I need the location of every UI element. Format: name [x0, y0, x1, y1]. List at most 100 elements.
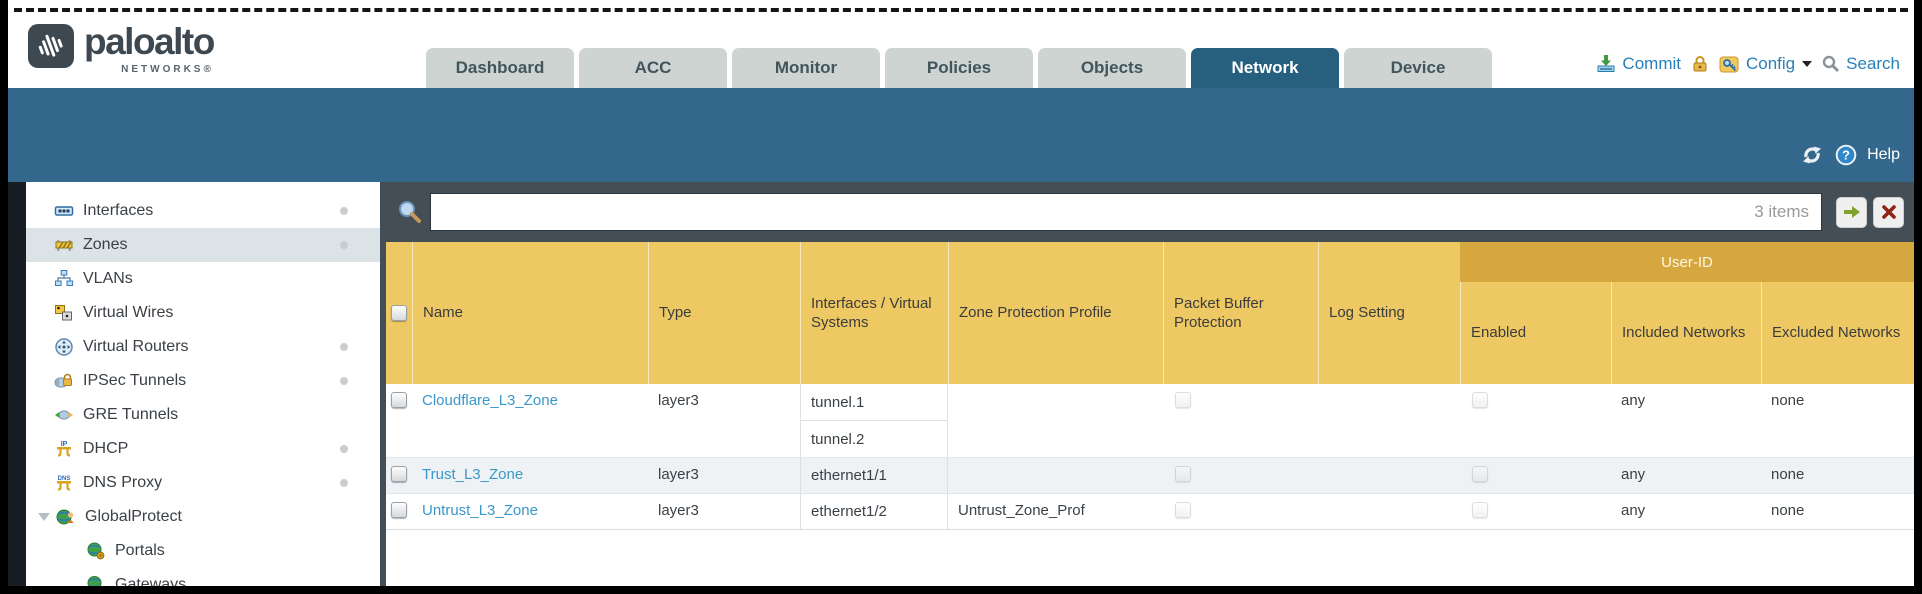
column-header-log-setting[interactable]: Log Setting	[1318, 242, 1460, 384]
interfaces-icon	[54, 206, 74, 216]
commit-icon	[1597, 55, 1615, 72]
zone-protection-profile	[948, 384, 1163, 457]
log-setting	[1318, 458, 1460, 493]
config-button[interactable]: Config	[1719, 54, 1813, 74]
status-dot	[340, 377, 348, 385]
tab-network[interactable]: Network	[1191, 48, 1339, 88]
refresh-icon[interactable]	[1799, 144, 1825, 166]
included-networks: any	[1621, 392, 1646, 409]
column-header-type[interactable]: Type	[648, 242, 800, 384]
dhcp-icon: IP	[57, 441, 71, 457]
config-icon	[1719, 56, 1739, 73]
zone-protection-profile	[948, 458, 1163, 493]
zone-type: layer3	[658, 502, 699, 519]
zone-name-link[interactable]: Trust_L3_Zone	[422, 466, 524, 483]
status-dot	[340, 343, 348, 351]
clear-filter-button[interactable]	[1873, 196, 1904, 228]
column-header-zone-protection-profile[interactable]: Zone Protection Profile	[948, 242, 1163, 384]
select-all-checkbox[interactable]	[391, 305, 407, 321]
sidebar-item-virtual-routers[interactable]: Virtual Routers	[26, 330, 380, 364]
sidebar-item-gateways[interactable]: Gateways	[26, 568, 380, 586]
top-header: paloalto NETWORKS® Dashboard ACC Monitor…	[8, 0, 1914, 88]
commit-button[interactable]: Commit	[1595, 54, 1681, 74]
excluded-networks: none	[1771, 392, 1805, 409]
tab-device[interactable]: Device	[1344, 48, 1492, 88]
sidebar-item-virtual-wires[interactable]: Virtual Wires	[26, 296, 380, 330]
packet-buffer-checkbox[interactable]	[1175, 502, 1191, 518]
sidebar-item-gre-tunnels[interactable]: GRE Tunnels	[26, 398, 380, 432]
svg-text:?: ?	[1842, 148, 1850, 163]
interface-entry: tunnel.1	[801, 384, 947, 421]
filter-search-icon[interactable]	[396, 198, 424, 226]
chevron-down-icon	[1802, 61, 1813, 67]
filter-input[interactable]	[431, 203, 1755, 221]
gre-tunnels-icon	[55, 410, 73, 420]
filter-searchbox: 3 items	[430, 193, 1822, 231]
row-checkbox[interactable]	[391, 392, 407, 408]
green-arrow-icon	[1843, 206, 1860, 218]
user-id-group-header: User-ID	[1460, 242, 1914, 282]
filter-bar: 3 items	[386, 182, 1914, 242]
dns-proxy-icon: DNS	[57, 476, 71, 491]
tab-acc[interactable]: ACC	[579, 48, 727, 88]
tab-policies[interactable]: Policies	[885, 48, 1033, 88]
column-header-name[interactable]: Name	[412, 242, 648, 384]
interface-entry: ethernet1/1	[811, 467, 887, 484]
tab-objects[interactable]: Objects	[1038, 48, 1186, 88]
zones-table-header: User-ID Name Type Interfaces / Virtual S…	[386, 242, 1914, 384]
excluded-networks: none	[1771, 502, 1805, 519]
row-checkbox[interactable]	[391, 466, 407, 482]
column-header-excluded-networks[interactable]: Excluded Networks	[1761, 242, 1914, 384]
sidebar-item-globalprotect[interactable]: GlobalProtect	[26, 500, 380, 534]
packet-buffer-checkbox[interactable]	[1175, 392, 1191, 408]
zone-type: layer3	[658, 466, 699, 483]
brand-sub-wordmark: NETWORKS®	[121, 64, 214, 75]
vlans-icon	[55, 270, 74, 286]
status-dot	[340, 241, 348, 249]
svg-text:DNS: DNS	[58, 476, 71, 482]
excluded-networks: none	[1771, 466, 1805, 483]
apply-filter-button[interactable]	[1836, 196, 1867, 228]
zone-interfaces: ethernet1/1	[800, 458, 948, 493]
help-icon[interactable]: ?	[1835, 144, 1857, 166]
sidebar-item-interfaces[interactable]: Interfaces	[26, 194, 380, 228]
tab-monitor[interactable]: Monitor	[732, 48, 880, 88]
virtual-routers-icon	[55, 338, 73, 356]
zone-interfaces: ethernet1/2	[800, 494, 948, 529]
user-id-enabled-checkbox[interactable]	[1472, 502, 1488, 518]
sidebar-item-dns-proxy[interactable]: DNS DNS Proxy	[26, 466, 380, 500]
user-id-enabled-checkbox[interactable]	[1472, 392, 1488, 408]
top-dashed-line	[14, 8, 1908, 12]
column-header-packet-buffer-protection[interactable]: Packet Buffer Protection	[1163, 242, 1318, 384]
zone-name-link[interactable]: Cloudflare_L3_Zone	[422, 392, 558, 409]
column-header-included-networks[interactable]: Included Networks	[1611, 242, 1761, 384]
user-id-enabled-checkbox[interactable]	[1472, 466, 1488, 482]
sidebar-item-ipsec-tunnels[interactable]: IPSec Tunnels	[26, 364, 380, 398]
column-header-enabled[interactable]: Enabled	[1460, 242, 1611, 384]
sidebar-item-dhcp[interactable]: IP DHCP	[26, 432, 380, 466]
log-setting	[1318, 384, 1460, 457]
gateways-icon	[87, 576, 102, 586]
sidebar-item-portals[interactable]: Portals	[26, 534, 380, 568]
help-label[interactable]: Help	[1867, 146, 1900, 163]
brand-wordmark: paloalto	[84, 21, 215, 62]
tab-dashboard[interactable]: Dashboard	[426, 48, 574, 88]
sidebar-item-vlans[interactable]: VLANs	[26, 262, 380, 296]
zone-name-link[interactable]: Untrust_L3_Zone	[422, 502, 538, 519]
virtual-wires-icon	[55, 305, 72, 321]
expander-triangle-icon[interactable]	[34, 509, 54, 525]
row-checkbox[interactable]	[391, 502, 407, 518]
main-tabbar: Dashboard ACC Monitor Policies Objects N…	[426, 48, 1492, 88]
zone-type: layer3	[658, 392, 699, 409]
status-dot	[340, 207, 348, 215]
select-all-column-header	[386, 242, 412, 384]
packet-buffer-checkbox[interactable]	[1175, 466, 1191, 482]
search-button[interactable]: Search	[1821, 54, 1900, 74]
globalprotect-icon	[56, 509, 74, 525]
lock-icon[interactable]	[1690, 54, 1710, 74]
sidebar-item-zones[interactable]: Zones	[26, 228, 380, 262]
sidebar-main-divider	[380, 182, 386, 586]
zone-interfaces: tunnel.1 tunnel.2	[800, 384, 948, 457]
left-gutter	[8, 182, 26, 586]
column-header-interfaces[interactable]: Interfaces / Virtual Systems	[800, 242, 948, 384]
